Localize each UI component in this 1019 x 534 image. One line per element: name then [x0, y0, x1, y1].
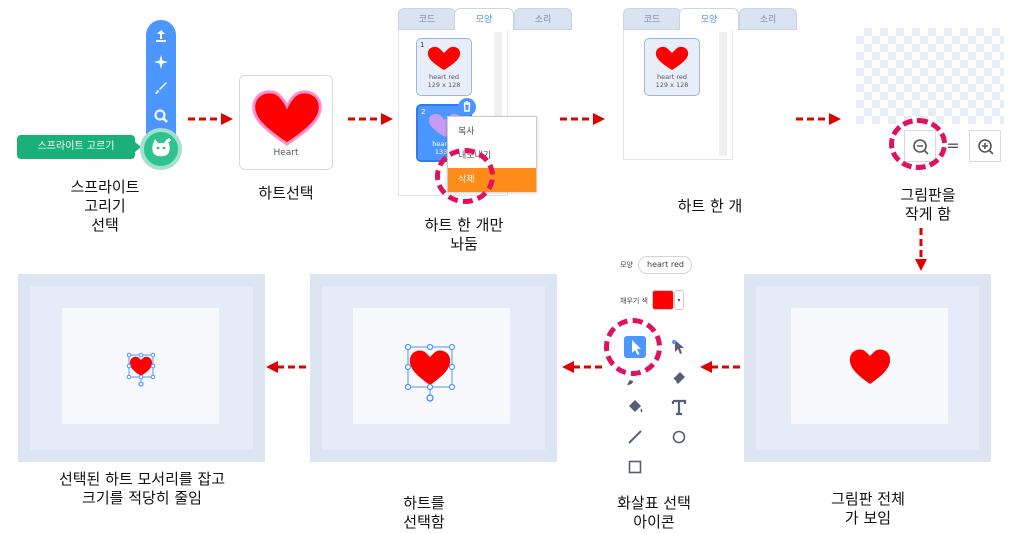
heart-icon	[655, 46, 689, 70]
arrow-down-icon	[915, 228, 927, 271]
arrow-right-icon	[796, 113, 841, 125]
line-tool-button[interactable]	[624, 426, 646, 448]
text-tool-button[interactable]	[668, 396, 690, 418]
editor-tabs: 코드 모양 소리	[623, 8, 798, 30]
brush-icon	[627, 380, 633, 385]
caption-step1: 스프라이트 고리기 선택	[70, 178, 140, 234]
tab-sound[interactable]: 소리	[739, 8, 797, 30]
paint-canvas[interactable]	[353, 308, 510, 424]
trash-icon	[463, 101, 471, 112]
fill-color-swatch[interactable]	[652, 290, 674, 310]
zoom-reset-button[interactable]: =	[946, 136, 960, 155]
tab-code[interactable]: 코드	[623, 8, 681, 30]
upload-icon[interactable]	[153, 28, 169, 44]
eraser-icon	[672, 372, 685, 384]
heart-icon[interactable]	[848, 346, 892, 386]
heart-sprite-label: Heart	[273, 148, 299, 158]
fill-color-label: 채우기 색	[620, 297, 648, 305]
caption-step7: 화살표 선택 아이콘	[617, 494, 691, 531]
paint-canvas	[856, 28, 1004, 124]
circle-icon	[672, 430, 686, 444]
circle-tool-button[interactable]	[668, 426, 690, 448]
costume-field-label: 모양	[620, 261, 633, 269]
paint-canvas-frame	[744, 274, 991, 462]
tab-costume[interactable]: 모양	[454, 8, 514, 30]
delete-costume-button[interactable]	[458, 98, 476, 116]
arrow-left-icon	[266, 361, 310, 373]
caption-step8: 하트를 선택함	[403, 494, 445, 531]
paint-bucket-icon	[629, 400, 643, 413]
heart-icon	[252, 90, 322, 146]
tab-costume[interactable]: 모양	[679, 8, 739, 30]
costume-name-input[interactable]: heart red	[638, 256, 692, 274]
highlight-ring	[604, 318, 662, 376]
costume-number: 1	[420, 41, 425, 49]
caption-step4: 하트 한 개	[677, 197, 743, 215]
arrow-left-icon	[700, 361, 744, 373]
highlight-ring	[889, 118, 947, 170]
arrow-left-icon	[562, 361, 606, 373]
caption-step6: 그림판 전체 가 보임	[831, 490, 905, 527]
text-icon	[671, 399, 687, 416]
caption-step2: 하트선택	[258, 184, 314, 202]
line-icon	[628, 430, 642, 444]
scrollbar[interactable]	[494, 32, 502, 192]
arrow-right-icon	[560, 113, 605, 125]
choose-sprite-tooltip: 스프라이트 고르기	[17, 135, 141, 159]
highlight-ring	[435, 148, 495, 204]
paint-canvas[interactable]	[791, 308, 948, 424]
fill-tool-button[interactable]	[624, 396, 646, 418]
choose-sprite-button[interactable]	[140, 128, 182, 170]
sprite-menu	[146, 20, 176, 138]
caption-step5: 그림판을 작게 함	[900, 186, 956, 223]
eraser-tool-button[interactable]	[668, 366, 690, 388]
paint-canvas[interactable]	[62, 308, 219, 424]
selected-heart[interactable]	[403, 342, 457, 404]
reshape-tool-button[interactable]	[668, 336, 690, 358]
reshape-cursor-icon	[672, 340, 684, 354]
cat-icon	[152, 138, 171, 157]
tab-sound[interactable]: 소리	[514, 8, 572, 30]
tab-code[interactable]: 코드	[398, 8, 456, 30]
paint-icon[interactable]	[153, 80, 169, 96]
arrow-right-icon	[348, 113, 393, 125]
fill-color-dropdown[interactable]: ▾	[674, 290, 684, 310]
caption-step3: 하트 한 개만 놔둠	[424, 216, 504, 253]
sparkle-icon[interactable]	[153, 54, 169, 70]
zoom-in-button[interactable]	[969, 130, 1001, 162]
arrow-right-icon	[188, 113, 233, 125]
paint-canvas-frame	[310, 274, 557, 462]
costume-number: 2	[421, 108, 426, 116]
search-icon[interactable]	[153, 108, 169, 124]
rectangle-tool-button[interactable]	[624, 456, 646, 478]
heart-icon	[427, 46, 461, 70]
scrollbar[interactable]	[719, 32, 727, 156]
rectangle-icon	[628, 460, 642, 474]
zoom-in-icon	[978, 139, 994, 155]
paint-canvas-frame	[18, 274, 265, 462]
caption-step9: 선택된 하트 모서리를 잡고 크기를 적당히 줄임	[58, 470, 226, 507]
brush-tool-button[interactable]	[624, 366, 646, 388]
resized-heart[interactable]	[126, 352, 156, 388]
heart-sprite-tile[interactable]: Heart	[239, 75, 333, 170]
menu-item-duplicate[interactable]: 복사	[458, 127, 475, 137]
editor-tabs: 코드 모양 소리	[398, 8, 573, 30]
